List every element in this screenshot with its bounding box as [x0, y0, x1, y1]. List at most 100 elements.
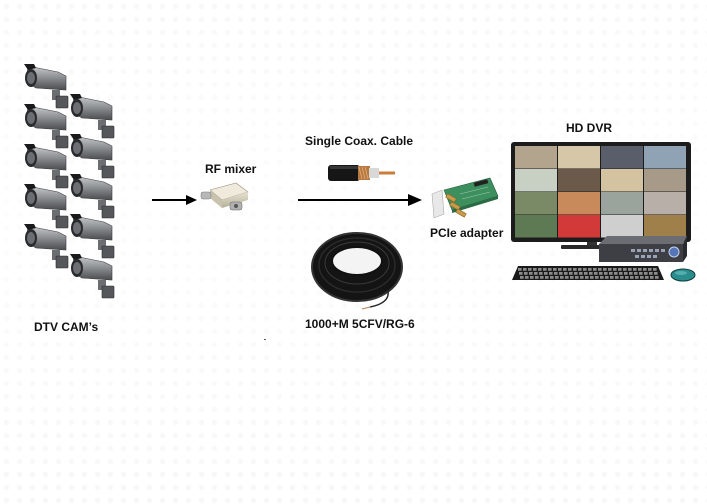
cctv-camera-icon [70, 254, 115, 299]
keyboard-key [528, 268, 532, 271]
keyboard-key [645, 276, 649, 279]
keyboard-key [518, 268, 522, 271]
camera-feed-tile [515, 169, 557, 192]
coax-cable-label: Single Coax. Cable [305, 134, 414, 148]
keyboard-key [553, 268, 557, 271]
keyboard-key [654, 272, 658, 275]
cctv-camera-icon [70, 174, 115, 219]
keyboard-key [603, 268, 607, 271]
keyboard-key [585, 276, 589, 279]
keyboard-key [555, 276, 559, 279]
cctv-camera-icon [70, 134, 115, 179]
camera-feed-tile [644, 192, 686, 215]
keyboard-key [543, 268, 547, 271]
keyboard-key [549, 272, 553, 275]
keyboard-key [525, 276, 529, 279]
cctv-camera-icon [24, 184, 69, 229]
keyboard-key [568, 268, 572, 271]
keyboard-key [599, 272, 603, 275]
cctv-camera-icon [70, 214, 115, 259]
camera-feed-tile [644, 146, 686, 169]
keyboard-key [583, 268, 587, 271]
camera-feed-tile [601, 169, 643, 192]
keyboard-key [643, 268, 647, 271]
cctv-camera-icon [24, 104, 69, 149]
keyboard-key [540, 276, 544, 279]
camera-feed-tile [558, 215, 600, 238]
camera-feed-tile [558, 169, 600, 192]
keyboard-key [628, 268, 632, 271]
keyboard-key [630, 276, 634, 279]
keyboard-key [558, 268, 562, 271]
keyboard-key [529, 272, 533, 275]
keyboard-key [584, 272, 588, 275]
camera-feed-tile [558, 146, 600, 169]
camera-feed-tile [601, 192, 643, 215]
keyboard-key [535, 276, 539, 279]
keyboard-key [534, 272, 538, 275]
keyboard-key [593, 268, 597, 271]
keyboard-key [620, 276, 624, 279]
keyboard-key [609, 272, 613, 275]
keyboard-key [519, 272, 523, 275]
keyboard-key [538, 268, 542, 271]
keyboard-key [533, 268, 537, 271]
keyboard-key [633, 268, 637, 271]
cctv-camera-icon [70, 94, 115, 139]
camera-feed-tile [644, 169, 686, 192]
cable-spool-icon [311, 232, 403, 310]
dvr-monitor-icon [511, 142, 691, 252]
keyboard-key [520, 276, 524, 279]
keyboard-key [648, 268, 652, 271]
arrow-cameras-to-mixer [152, 195, 197, 205]
keyboard-key [639, 272, 643, 275]
keyboard-key [544, 272, 548, 275]
keyboard-key [594, 272, 598, 275]
keyboard-key [608, 268, 612, 271]
cameras-label: DTV CAM’s [34, 320, 99, 334]
keyboard-key [548, 268, 552, 271]
pcie-adapter-label: PCIe adapter [430, 226, 504, 240]
keyboard-key [539, 272, 543, 275]
keyboard-key [640, 276, 644, 279]
hd-dvr-label: HD DVR [566, 121, 613, 135]
stray-dot [264, 339, 266, 340]
keyboard-key [588, 268, 592, 271]
cctv-camera-icon [24, 64, 69, 109]
keyboard-key [634, 272, 638, 275]
cctv-camera-icon [24, 144, 69, 189]
keyboard-key [559, 272, 563, 275]
keyboard-key [619, 272, 623, 275]
keyboard-key [569, 272, 573, 275]
keyboard-key [644, 272, 648, 275]
keyboard-key [580, 276, 584, 279]
keyboard-key [638, 268, 642, 271]
camera-feed-tile [601, 146, 643, 169]
keyboard-key [550, 276, 554, 279]
keyboard-key [545, 276, 549, 279]
rf-mixer-label: RF mixer [205, 162, 257, 176]
keyboard-key [600, 276, 604, 279]
keyboard-key [565, 276, 569, 279]
keyboard-key [578, 268, 582, 271]
arrow-mixer-to-pcie [298, 194, 422, 206]
keyboard-key [530, 276, 534, 279]
keyboard-key [575, 276, 579, 279]
keyboard-key [523, 268, 527, 271]
keyboard-key [573, 268, 577, 271]
camera-feed-tile [515, 215, 557, 238]
camera-feed-tile [515, 146, 557, 169]
keyboard-key [604, 272, 608, 275]
keyboard-key [618, 268, 622, 271]
camera-group [0, 0, 140, 310]
keyboard-key [610, 276, 614, 279]
pcie-card-icon [431, 177, 499, 219]
keyboard-key [563, 268, 567, 271]
keyboard-key [524, 272, 528, 275]
camera-feed-tile [515, 192, 557, 215]
keyboard-key [625, 276, 629, 279]
dvr-recorder-icon [599, 236, 687, 262]
keyboard-key [570, 276, 574, 279]
cctv-camera-icon [24, 224, 69, 269]
keyboard-key [560, 276, 564, 279]
